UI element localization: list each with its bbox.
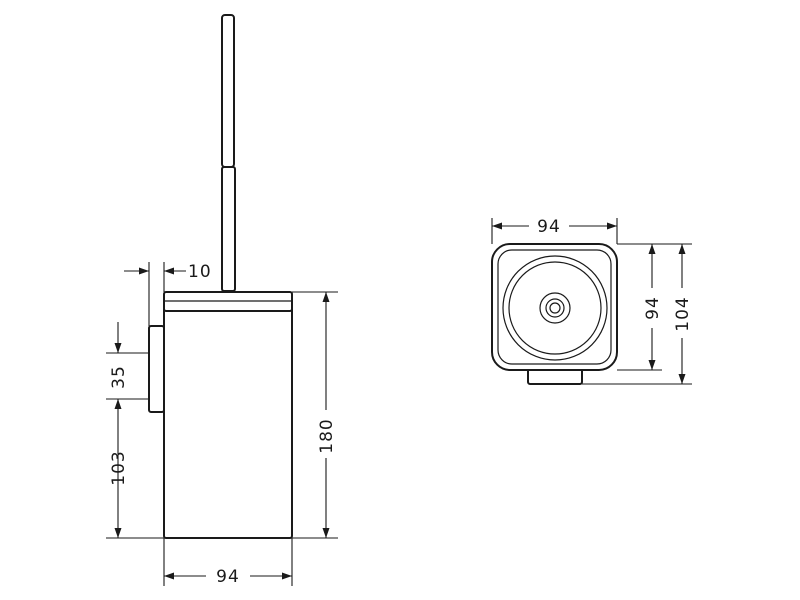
dimension-wall-plate-height: 35 [106,322,149,430]
top-bowl-outer [502,255,608,361]
dimension-top-depth-with-plate: 104 [582,243,693,385]
top-holder-body [491,243,618,371]
wall-plate [148,325,165,413]
dimension-label-front-width: 94 [216,567,240,587]
dimension-mount-height: 103 [106,430,164,539]
dimension-top-depth: 94 [617,243,663,371]
holder-body [163,295,293,539]
dimension-label-mount-height: 103 [109,450,129,485]
dimension-label-total-height: 180 [317,418,337,453]
top-view: 94 94 104 [491,215,693,385]
dimension-label-wall-plate-height: 35 [109,365,129,389]
top-brush-hub [539,292,571,324]
dimension-label-top-width: 94 [537,217,561,237]
dimension-front-width: 94 [163,538,293,587]
dimension-label-top-depth: 94 [643,296,663,320]
dimension-handle-offset: 10 [124,262,212,326]
dimension-label-top-depth-with-plate: 104 [673,296,693,331]
front-view: 10 35 103 180 [106,14,338,587]
dimension-top-width: 94 [491,215,618,244]
dimension-total-height: 180 [292,291,338,539]
dimension-label-handle-offset: 10 [188,262,212,282]
brush-handle [221,14,236,292]
